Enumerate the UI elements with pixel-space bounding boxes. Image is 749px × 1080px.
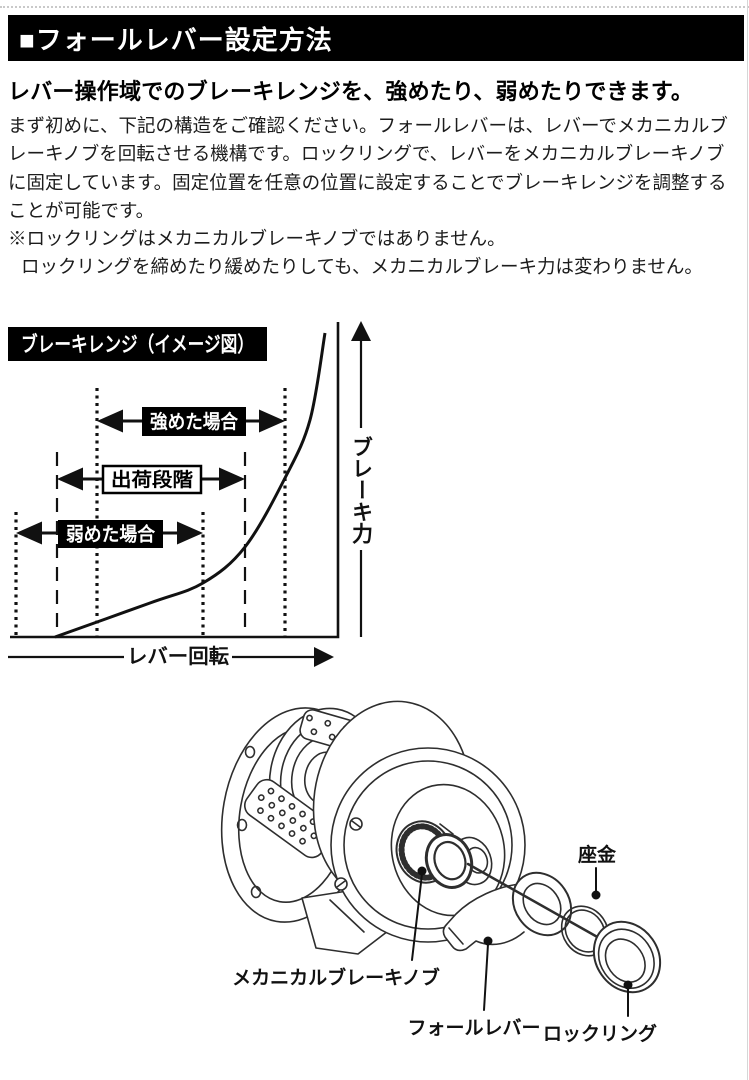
bar-hole — [324, 719, 332, 727]
note-line: ※ロックリングはメカニカルブレーキノブではありません。 — [8, 228, 506, 250]
front-dome — [330, 747, 526, 943]
pad-hole — [257, 794, 265, 802]
up-arrowhead-icon — [351, 321, 371, 341]
paragraph-line: ことが可能です。 — [8, 199, 155, 221]
x-axis-label: レバー回転 — [127, 645, 229, 668]
reel-back-plate — [220, 707, 370, 923]
pad-hole — [320, 825, 327, 833]
shaft-axis-line — [466, 862, 610, 945]
intro-paragraph: まず初めに、下記の構造をご確認ください。フォールレバーは、レバーでメカニカルブ … — [8, 112, 728, 282]
header-bar: ■フォールレバー設定方法 — [8, 15, 744, 61]
bar-hole — [306, 714, 313, 722]
right-edge-line — [747, 0, 748, 1080]
leader-dots — [417, 866, 633, 990]
pad-hole — [289, 817, 297, 824]
bar-hole — [365, 744, 373, 751]
knob-boss — [390, 783, 506, 917]
pad-hole — [310, 832, 318, 840]
washer-marker-dot — [591, 890, 601, 900]
range-label: 強めた場合 — [150, 410, 239, 433]
screw-hole — [250, 885, 262, 899]
bar-hole — [342, 725, 350, 732]
screw-hole — [244, 745, 256, 759]
range-label-box — [101, 464, 203, 495]
bar-hole — [360, 730, 368, 738]
knob-marker-dot — [417, 866, 427, 876]
bar-hole — [347, 738, 354, 746]
knob-flange — [451, 836, 493, 886]
top-dotted-border — [0, 6, 749, 8]
washer — [560, 905, 610, 957]
chart-axes — [10, 322, 340, 639]
paragraph-line: レーキノブを回転させる機構です。ロックリングで、レバーをメカニカルブレーキノブ — [8, 143, 725, 165]
label-fall-lever: フォールレバー — [407, 1017, 540, 1039]
frame-front-ring — [312, 700, 472, 904]
lock-ring — [592, 920, 662, 994]
right-arrowhead-icon — [219, 467, 245, 491]
left-arrowhead-icon — [97, 409, 123, 433]
bar-hole — [328, 733, 336, 741]
lockring-marker-dot — [623, 980, 633, 990]
y-axis-label: ブレーキ力 — [350, 435, 374, 545]
pad-hole — [257, 807, 264, 815]
clutch-tab — [397, 735, 435, 770]
range-label: 出荷段階 — [111, 468, 193, 491]
note-line: ロックリングを締めたり緩めたりしても、メカニカルブレーキ力は変わりません。 — [21, 256, 703, 278]
page-title: ■フォールレバー設定方法 — [19, 24, 333, 55]
paragraph-line: まず初めに、下記の構造をご確認ください。フォールレバーは、レバーでメカニカルブ — [8, 115, 728, 136]
right-arrowhead-icon — [177, 521, 203, 545]
reel-exploded-diagram: メカニカルブレーキノブ 座金 フォールレバー ロックリング — [220, 700, 662, 1045]
pad-hole — [267, 814, 275, 822]
mechanical-brake-knob — [395, 820, 453, 884]
pad-hole — [278, 809, 286, 817]
left-arrowhead-icon — [57, 467, 83, 491]
label-lock-ring: ロックリング — [543, 1022, 657, 1045]
pad-hole — [278, 795, 285, 803]
pad-hole — [299, 837, 306, 845]
right-arrowhead-icon — [259, 409, 285, 433]
pad-hole — [267, 787, 275, 795]
brake-force-curve — [54, 332, 327, 639]
pad-hole — [299, 824, 307, 832]
left-arrowhead-icon — [16, 521, 42, 545]
pad-hole — [299, 810, 306, 818]
chart-title-box — [8, 327, 267, 361]
range-label-box — [142, 407, 246, 436]
chart-title: ブレーキレンジ（イメージ図） — [21, 333, 254, 357]
right-arrowhead-icon — [314, 647, 334, 667]
lever-marker-dot — [483, 936, 493, 946]
leader-lines — [411, 867, 629, 1017]
pad-hole — [268, 801, 276, 809]
pad-hole — [288, 802, 296, 810]
reel-foot — [301, 889, 393, 955]
intro-headline: レバー操作域でのブレーキレンジを、強めたり、弱めたりできます。 — [8, 79, 694, 104]
knob-front-ring — [424, 833, 474, 889]
reel-top-bar — [299, 709, 405, 764]
bar-hole — [379, 735, 386, 743]
bar-hole — [310, 728, 318, 736]
screw-hole — [236, 818, 248, 832]
thumb-pad — [243, 778, 335, 859]
fall-lever — [442, 871, 573, 952]
dome-screw — [334, 817, 363, 891]
front-dome-inner — [343, 760, 513, 930]
bar-hole — [383, 749, 391, 757]
pad-hole — [278, 822, 285, 830]
range-label: 弱めた場合 — [66, 523, 156, 546]
label-washer: 座金 — [578, 843, 617, 866]
label-mechanical-brake-knob: メカニカルブレーキノブ — [232, 966, 440, 989]
range-label-box — [58, 520, 163, 548]
pad-hole — [309, 818, 317, 826]
paragraph-line: に固定しています。固定位置を任意の位置に設定することでブレーキレンジを調整する — [8, 171, 727, 193]
reel-spool — [268, 707, 382, 849]
pad-hole — [288, 830, 296, 837]
